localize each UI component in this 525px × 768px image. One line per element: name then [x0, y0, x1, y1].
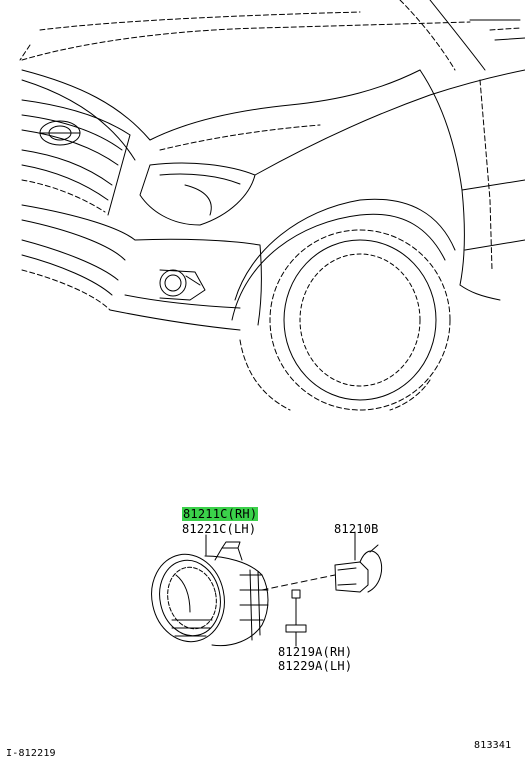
- part-label-81210b[interactable]: 81210B: [334, 522, 379, 536]
- part-label-81211c[interactable]: 81211C(RH): [182, 507, 259, 521]
- figure-code-left: I-812219: [6, 748, 56, 759]
- part-label-81219a[interactable]: 81219A(RH): [278, 645, 353, 659]
- figure-code-right: 813341: [474, 740, 512, 751]
- part-label-81229a[interactable]: 81229A(LH): [278, 659, 353, 673]
- vehicle-outline: [19, 0, 525, 411]
- part-number-highlight: 81211C(RH): [182, 507, 259, 521]
- part-label-81221c[interactable]: 81221C(LH): [182, 522, 257, 536]
- fog-lamp-assembly: [151, 534, 383, 647]
- label-leaders: [295, 531, 356, 647]
